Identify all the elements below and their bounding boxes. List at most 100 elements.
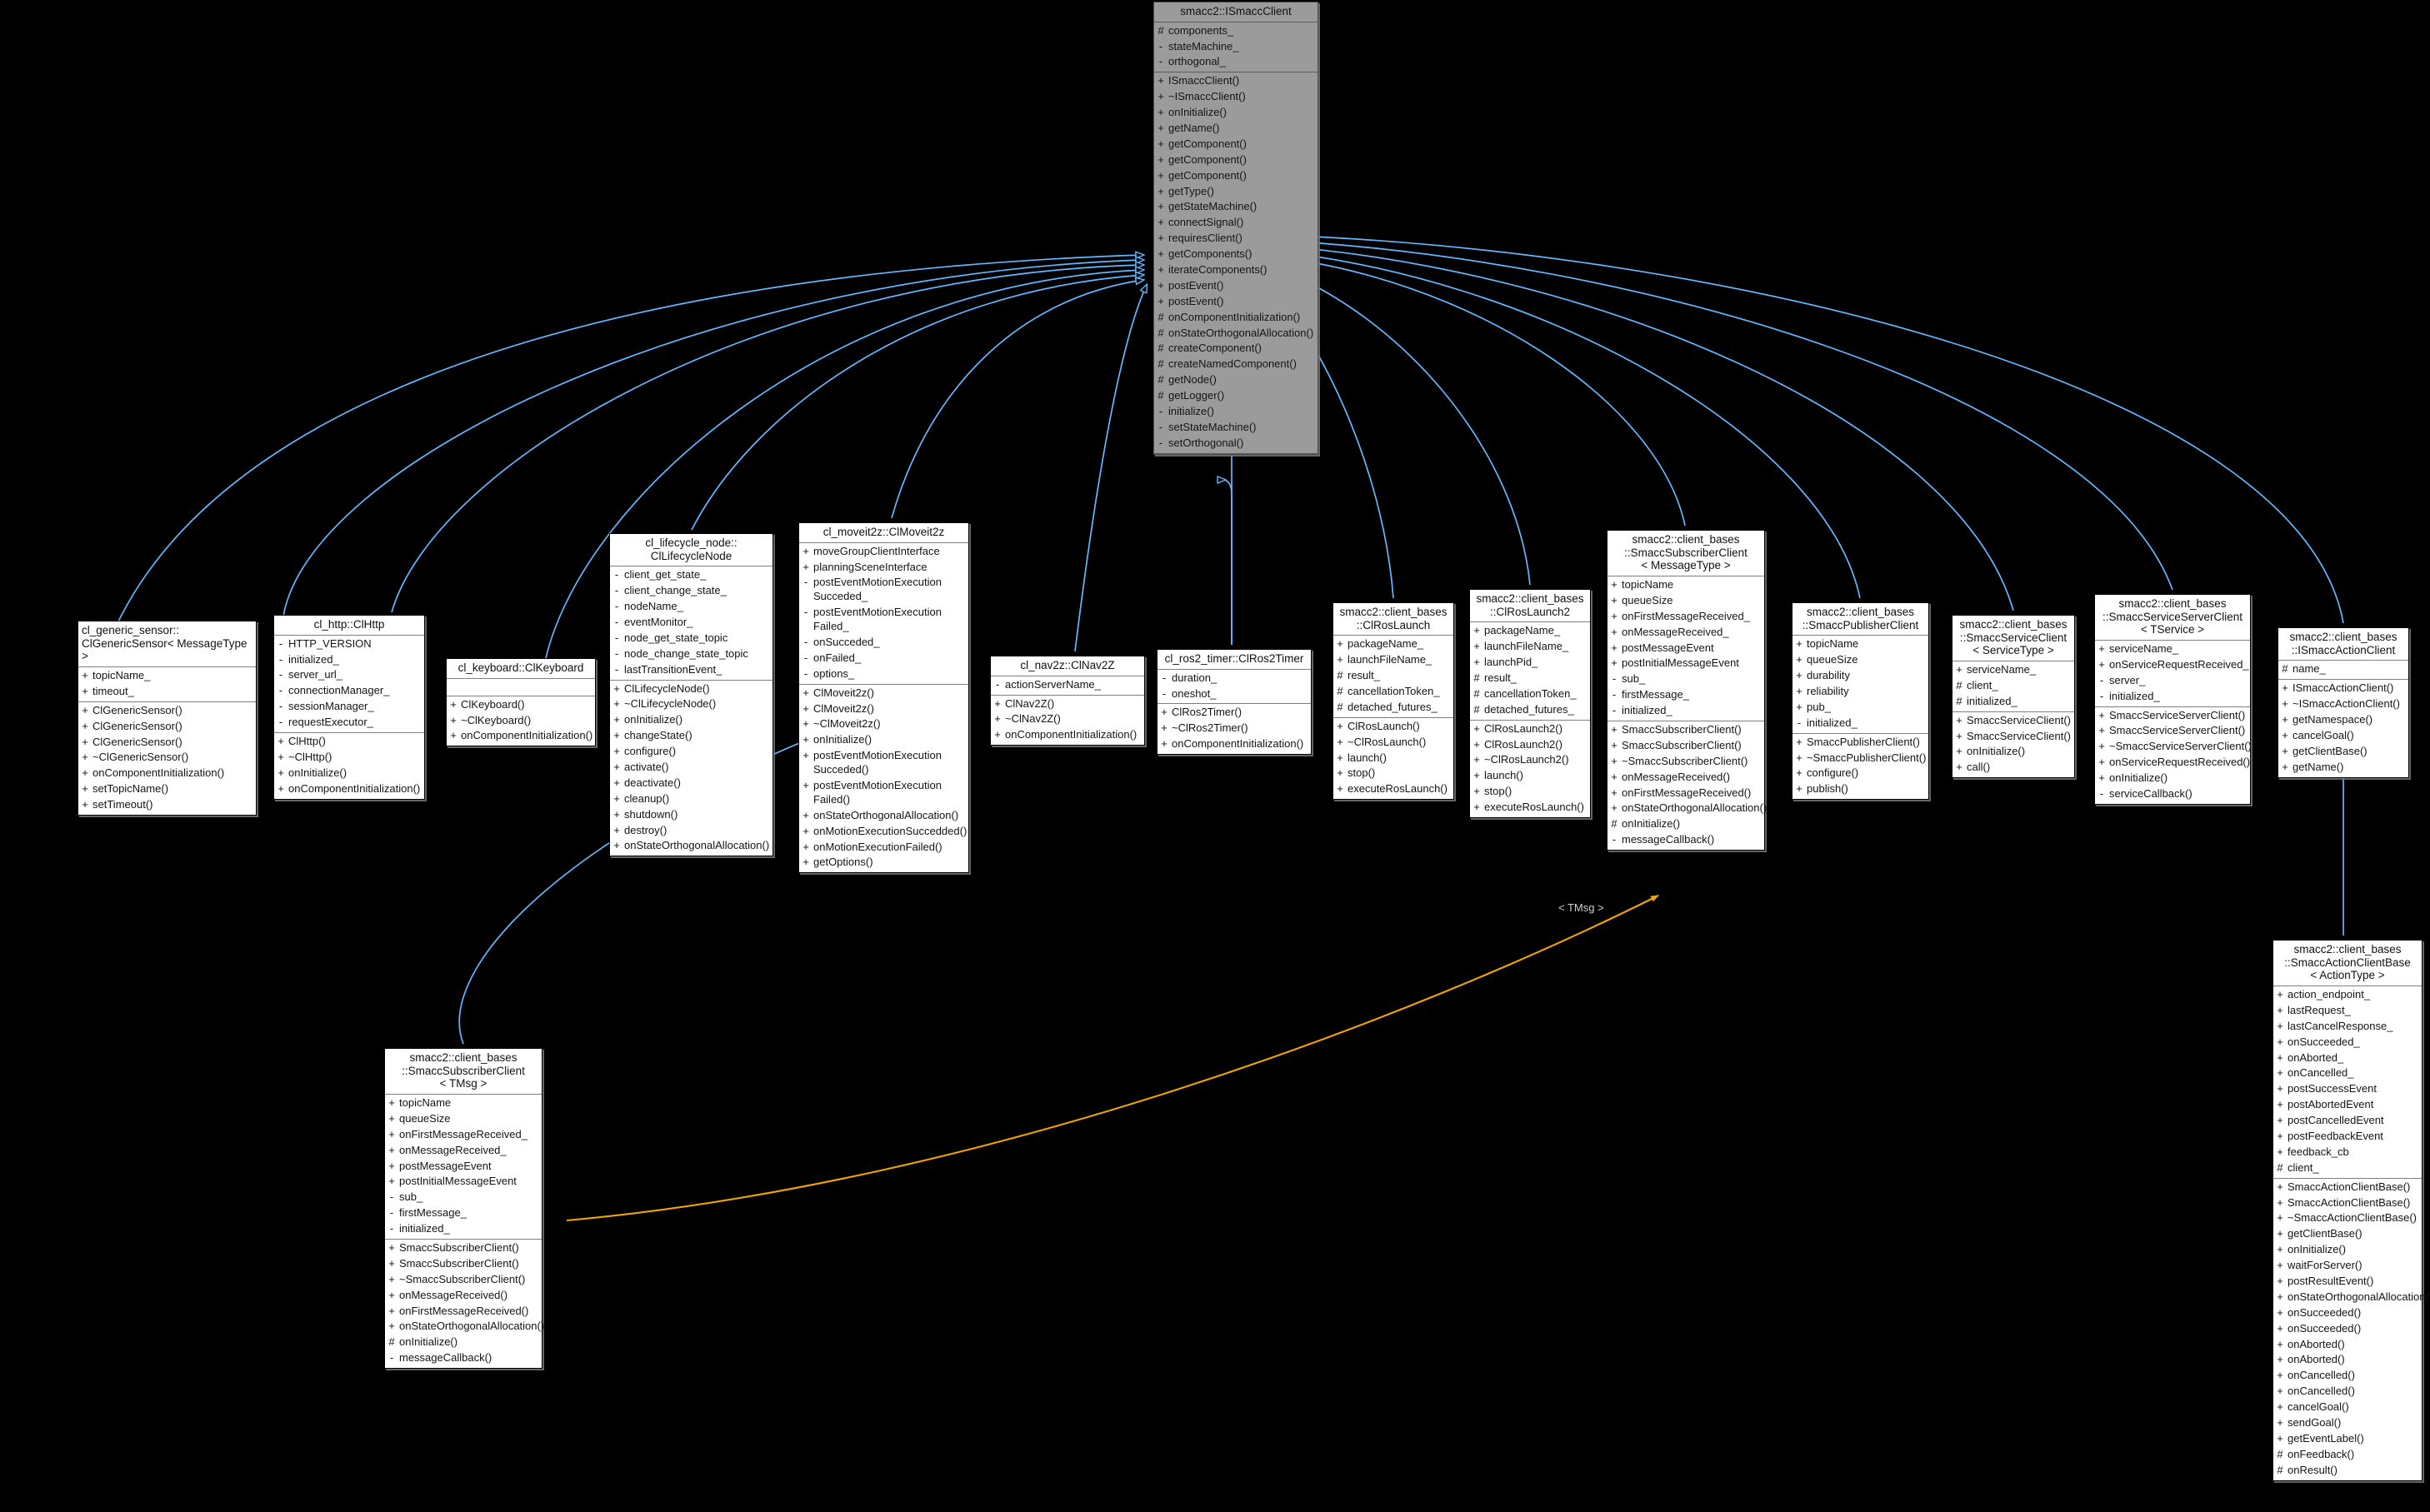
class-box-actionclientbase[interactable]: smacc2::client_bases ::SmaccActionClient…: [2272, 940, 2430, 1481]
class-box-pubclient[interactable]: smacc2::client_bases ::SmaccPublisherCli…: [1792, 602, 1929, 801]
attribute-row: -options_: [799, 666, 968, 682]
method-row: +launch(): [1470, 768, 1590, 784]
visibility-marker: -: [995, 677, 1000, 691]
visibility-marker: -: [278, 716, 283, 729]
visibility-marker: +: [1796, 782, 1802, 796]
attribute-name: lastRequest_: [2288, 1003, 2351, 1016]
visibility-marker: +: [1473, 656, 1480, 669]
visibility-marker: +: [278, 781, 284, 795]
visibility-marker: +: [1611, 801, 1618, 815]
class-box-clnav2z[interactable]: cl_nav2z::ClNav2Z-actionServerName_+ClNa…: [990, 656, 1145, 746]
class-box-clkeyboard[interactable]: cl_keyboard::ClKeyboard+ClKeyboard()+~Cl…: [446, 658, 596, 747]
attribute-row: #cancellationToken_: [1333, 684, 1453, 700]
method-name: onStateOrthogonalAllocation(): [399, 1320, 545, 1333]
attribute-row: -lastTransitionEvent_: [610, 662, 772, 678]
visibility-marker: +: [2277, 1259, 2283, 1272]
method-row: +~ClGenericSensor(): [78, 750, 256, 766]
visibility-marker: +: [1956, 745, 1962, 758]
attribute-row: +packageName_: [1470, 623, 1590, 639]
method-row: +~ClNav2Z(): [991, 711, 1144, 727]
visibility-marker: +: [2098, 708, 2105, 721]
visibility-marker: -: [278, 684, 283, 697]
method-row: +onInitialize(): [799, 732, 968, 748]
visibility-marker: +: [1611, 577, 1618, 591]
class-box-serviceclient[interactable]: smacc2::client_bases ::SmaccServiceClien…: [1952, 615, 2075, 779]
attribute-name: sub_: [1622, 672, 1646, 686]
attribute-name: postCancelledEvent: [2288, 1114, 2384, 1127]
class-name-serviceserverclient: smacc2::client_bases ::SmaccServiceServe…: [2095, 595, 2250, 641]
visibility-marker: +: [1158, 122, 1164, 134]
attribute-row: +reliability: [1792, 684, 1928, 700]
method-name: ~ClMoveit2z(): [813, 717, 881, 731]
visibility-marker: +: [450, 729, 457, 742]
visibility-marker: +: [1473, 769, 1480, 782]
class-box-clros2timer[interactable]: cl_ros2_timer::ClRos2Timer-duration_-one…: [1157, 649, 1312, 756]
visibility-marker: +: [802, 779, 809, 792]
class-box-clmoveit2z[interactable]: cl_moveit2z::ClMoveit2z+moveGroupClientI…: [798, 522, 969, 874]
visibility-marker: +: [613, 681, 620, 695]
attribute-row: -duration_: [1158, 671, 1311, 686]
method-name: ~SmaccSubscriberClient(): [1622, 754, 1748, 767]
attribute-row: -orthogonal_: [1154, 54, 1318, 70]
method-row: +~SmaccServiceServerClient(): [2095, 739, 2252, 755]
class-box-subclient-messagetype[interactable]: smacc2::client_bases ::SmaccSubscriberCl…: [1607, 530, 1767, 851]
method-name: SmaccSubscriberClient(): [399, 1256, 519, 1270]
method-name: ClRosLaunch(): [1348, 719, 1420, 732]
method-name: onFirstMessageReceived(): [399, 1304, 529, 1317]
attribute-name: packageName_: [1348, 637, 1424, 651]
method-name: ClLifecycleNode(): [624, 681, 710, 695]
class-box-cllifecyclenode[interactable]: cl_lifecycle_node:: ClLifecycleNode-clie…: [609, 533, 773, 857]
method-name: configure(): [1807, 766, 1859, 780]
attribute-name: lastCancelResponse_: [2288, 1019, 2393, 1032]
method-name: setOrthogonal(): [1168, 436, 1244, 449]
class-box-ismaccclient[interactable]: smacc2::ISmaccClient#components_-stateMa…: [1153, 2, 1318, 455]
attribute-name: onMessageReceived_: [1622, 625, 1729, 638]
method-name: serviceCallback(): [2109, 786, 2192, 800]
method-name: ClGenericSensor(): [92, 703, 182, 716]
method-name: executeRosLaunch(): [1484, 801, 1584, 814]
visibility-marker: +: [2277, 1290, 2283, 1303]
method-name: postEvent(): [1168, 294, 1224, 307]
method-name: ~ClGenericSensor(): [92, 751, 189, 764]
method-name: onInitialize(): [813, 733, 872, 746]
method-name: onFeedback(): [2288, 1447, 2355, 1460]
class-box-ismaccactionclient[interactable]: smacc2::client_bases ::ISmaccActionClien…: [2278, 627, 2409, 778]
method-name: ~ClKeyboard(): [461, 713, 532, 726]
visibility-marker: +: [2098, 756, 2105, 769]
method-section-serviceclient: +SmaccServiceClient()+SmaccServiceClient…: [1952, 712, 2074, 778]
visibility-marker: #: [1473, 702, 1480, 716]
attribute-name: actionServerName_: [1005, 677, 1101, 691]
class-box-clhttp[interactable]: cl_http::ClHttp-HTTP_VERSION-initialized…: [273, 615, 425, 800]
method-name: onSucceeded(): [2288, 1321, 2362, 1335]
class-box-subclient-tmsg[interactable]: smacc2::client_bases ::SmaccSubscriberCl…: [384, 1048, 545, 1370]
attribute-row: -postEventMotionExecution Failed_: [799, 605, 968, 635]
class-box-serviceserverclient[interactable]: smacc2::client_bases ::SmaccServiceServe…: [2094, 594, 2252, 805]
attribute-name: packageName_: [1484, 624, 1561, 637]
visibility-marker: +: [1337, 751, 1343, 764]
class-box-ciroslaunch2[interactable]: smacc2::client_bases ::ClRosLaunch2+pack…: [1469, 589, 1591, 818]
class-name-cllifecyclenode: cl_lifecycle_node:: ClLifecycleNode: [610, 534, 772, 567]
attribute-row: +onCancelled_: [2273, 1065, 2422, 1081]
method-row: +onMotionExecutionSuccedded(): [799, 824, 968, 840]
class-box-clgenericsensor[interactable]: cl_generic_sensor:: ClGenericSensor< Mes…: [78, 621, 257, 816]
method-row: +stop(): [1333, 766, 1453, 781]
method-row: +deactivate(): [610, 776, 772, 791]
method-name: ~SmaccPublisherClient(): [1807, 751, 1927, 764]
method-row: #createComponent(): [1154, 341, 1318, 357]
visibility-marker: #: [1337, 700, 1343, 713]
edge-label-tmsg: < TMsg >: [1558, 901, 1604, 914]
visibility-marker: +: [994, 696, 1001, 710]
method-row: +getName(): [2278, 760, 2408, 776]
class-box-ciroslaunch[interactable]: smacc2::client_bases ::ClRosLaunch+packa…: [1332, 602, 1454, 801]
method-name: SmaccActionClientBase(): [2288, 1195, 2411, 1209]
visibility-marker: +: [613, 839, 620, 852]
visibility-marker: #: [1611, 817, 1618, 831]
visibility-marker: +: [1611, 625, 1618, 638]
method-name: onInitialize(): [2109, 771, 2168, 785]
method-name: messageCallback(): [1622, 833, 1715, 846]
attribute-row: +planningSceneInterface: [799, 560, 968, 576]
attribute-row: -postEventMotionExecution Succeded_: [799, 575, 968, 605]
method-row: +SmaccSubscriberClient(): [1608, 738, 1764, 754]
method-row: +onComponentInitialization(): [991, 727, 1144, 743]
